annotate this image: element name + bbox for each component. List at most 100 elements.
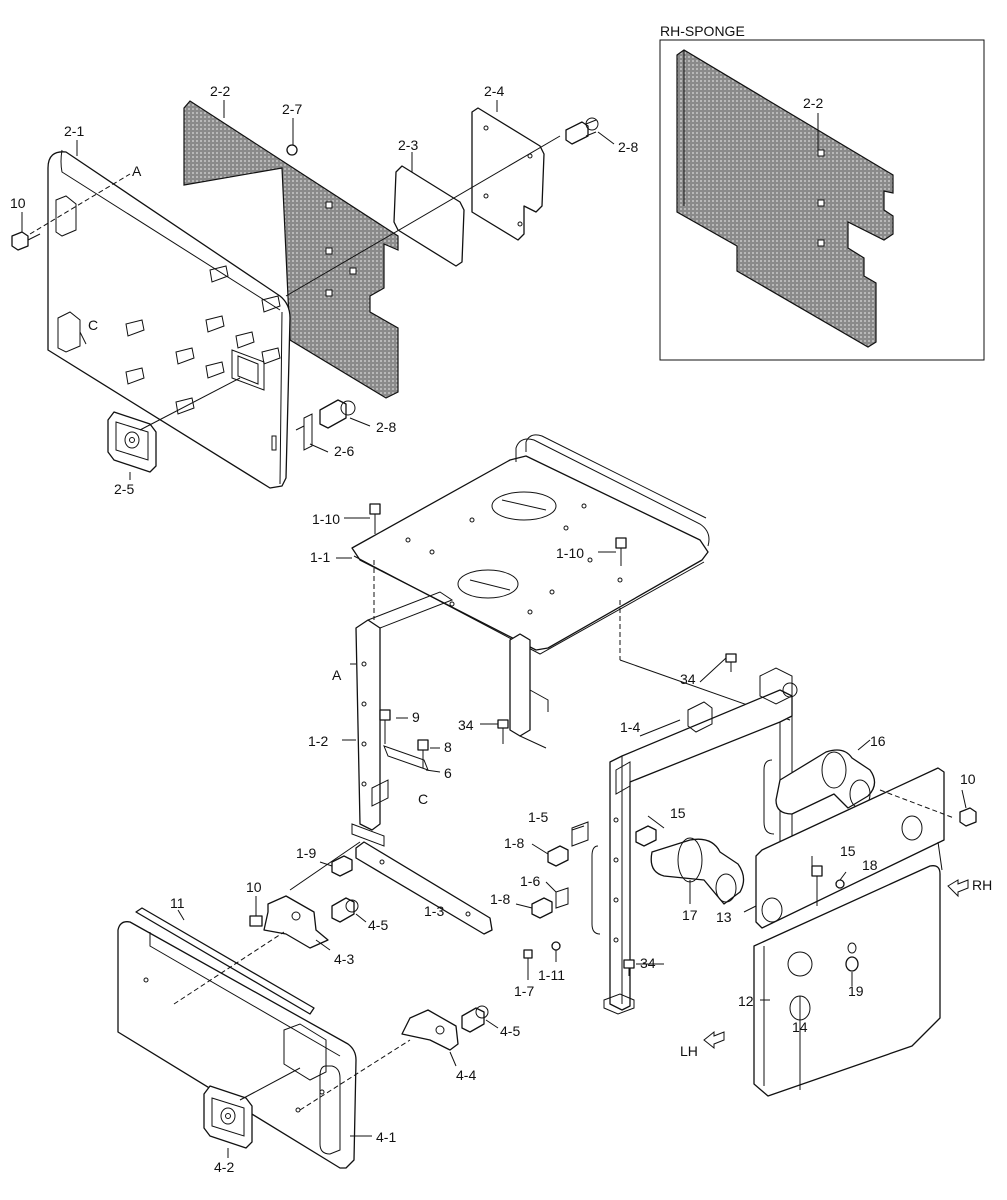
sponge-2-2: [183, 100, 399, 399]
callout-a-side: A: [332, 667, 342, 683]
lock-icon: [107, 411, 157, 473]
bolt-icon: [319, 399, 356, 429]
callout-4-5-top: 4-5: [368, 917, 388, 933]
callout-2-2: 2-2: [210, 83, 230, 99]
callout-15-right: 15: [840, 843, 856, 859]
panel-13: [755, 767, 945, 929]
bolt-icon: [249, 904, 263, 927]
bolt-icon: [623, 959, 635, 976]
bolt-icon: [523, 949, 533, 968]
bolt-icon: [547, 845, 569, 867]
callout-4-3: 4-3: [334, 951, 354, 967]
callout-1-9: 1-9: [296, 845, 316, 861]
bolt-icon: [635, 825, 657, 847]
callout-14: 14: [792, 1019, 808, 1035]
callout-10-bottom: 10: [246, 879, 262, 895]
plate-2-4: [471, 107, 545, 241]
callout-6: 6: [444, 765, 452, 781]
callout-16: 16: [870, 733, 886, 749]
bracket-4-3: [263, 895, 329, 949]
callout-1-3: 1-3: [424, 903, 444, 919]
callout-1-2: 1-2: [308, 733, 328, 749]
callout-4-1: 4-1: [376, 1129, 396, 1145]
callout-1-10-left: 1-10: [312, 511, 340, 527]
inset-title: RH-SPONGE: [660, 23, 745, 39]
arrow-lh-icon: [703, 1030, 725, 1050]
side-panel-4-1: [117, 921, 357, 1169]
callout-1-8-top: 1-8: [504, 835, 524, 851]
callout-1-10-right: 1-10: [556, 545, 584, 561]
panel-assembly-4: [117, 895, 499, 1169]
callout-c-top: C: [88, 317, 98, 333]
bolt-icon: [331, 855, 353, 877]
bolt-icon: [811, 865, 823, 906]
callout-19: 19: [848, 983, 864, 999]
arrow-rh-icon: [947, 879, 969, 898]
bolt-icon: [725, 653, 737, 672]
callout-1-1: 1-1: [310, 549, 330, 565]
bolt-icon: [417, 739, 429, 768]
callout-34-center: 34: [458, 717, 474, 733]
bracket-4-4: [401, 1009, 459, 1051]
plate-2-3: [393, 165, 465, 267]
callout-labels: 2-1 2-2 2-7 2-3 2-4 2-8 A 10 C 2-8 2-6 2…: [10, 83, 992, 1175]
callout-10-right: 10: [960, 771, 976, 787]
callout-2-7: 2-7: [282, 101, 302, 117]
callout-18: 18: [862, 857, 878, 873]
bolt-icon: [369, 503, 381, 534]
callout-1-11: 1-11: [538, 967, 565, 983]
inset-callout: 2-2: [803, 95, 823, 111]
callout-rh: RH: [972, 877, 992, 893]
rear-frame-assembly: [515, 653, 977, 1097]
callout-1-7: 1-7: [514, 983, 534, 999]
callout-10-top: 10: [10, 195, 26, 211]
duct-17: [650, 837, 745, 905]
callout-34-top: 34: [680, 671, 696, 687]
bar-1-3: [355, 841, 493, 935]
callout-15-left: 15: [670, 805, 686, 821]
bolt-icon: [959, 807, 977, 827]
callout-34-bottom: 34: [640, 955, 656, 971]
bolt-icon: [615, 537, 627, 566]
inset-sponge-panel: [676, 49, 894, 348]
callout-13: 13: [716, 909, 732, 925]
callout-4-2: 4-2: [214, 1159, 234, 1175]
callout-12: 12: [738, 993, 754, 1009]
bolt-icon: [497, 719, 509, 744]
callout-9: 9: [412, 709, 420, 725]
strip-11: [135, 907, 315, 1015]
callout-2-1: 2-1: [64, 123, 84, 139]
callout-4-5-bottom: 4-5: [500, 1023, 520, 1039]
lock-icon: [203, 1085, 253, 1149]
frame-1-2: [355, 619, 381, 831]
callout-2-3: 2-3: [398, 137, 418, 153]
bolt-icon: [565, 117, 599, 145]
callout-11: 11: [170, 895, 185, 911]
callout-1-5: 1-5: [528, 809, 548, 825]
callout-4-4: 4-4: [456, 1067, 476, 1083]
bolt-icon: [379, 709, 391, 744]
inset-rh-sponge: RH-SPONGE 2-2: [659, 23, 985, 361]
side-panel-2-1: [47, 151, 291, 489]
callout-2-8-top: 2-8: [618, 139, 638, 155]
callout-17: 17: [682, 907, 698, 923]
bolt-icon: [331, 897, 359, 923]
seat-plate-1-1: [351, 455, 709, 651]
seat-frame-assembly-1: [289, 434, 791, 935]
callout-c-side: C: [418, 791, 428, 807]
callout-1-4: 1-4: [620, 719, 640, 735]
callout-lh: LH: [680, 1043, 698, 1059]
bolt-icon: [11, 231, 41, 251]
callout-2-4: 2-4: [484, 83, 504, 99]
panel-assembly-2: [11, 100, 615, 489]
callout-2-8-mid: 2-8: [376, 419, 396, 435]
callout-1-8-bottom: 1-8: [490, 891, 510, 907]
callout-2-5: 2-5: [114, 481, 134, 497]
callout-1-6: 1-6: [520, 873, 540, 889]
bolt-icon: [461, 1005, 489, 1033]
callout-a-top: A: [132, 163, 142, 179]
callout-8: 8: [444, 739, 452, 755]
callout-2-6: 2-6: [334, 443, 354, 459]
bolt-icon: [531, 897, 553, 919]
